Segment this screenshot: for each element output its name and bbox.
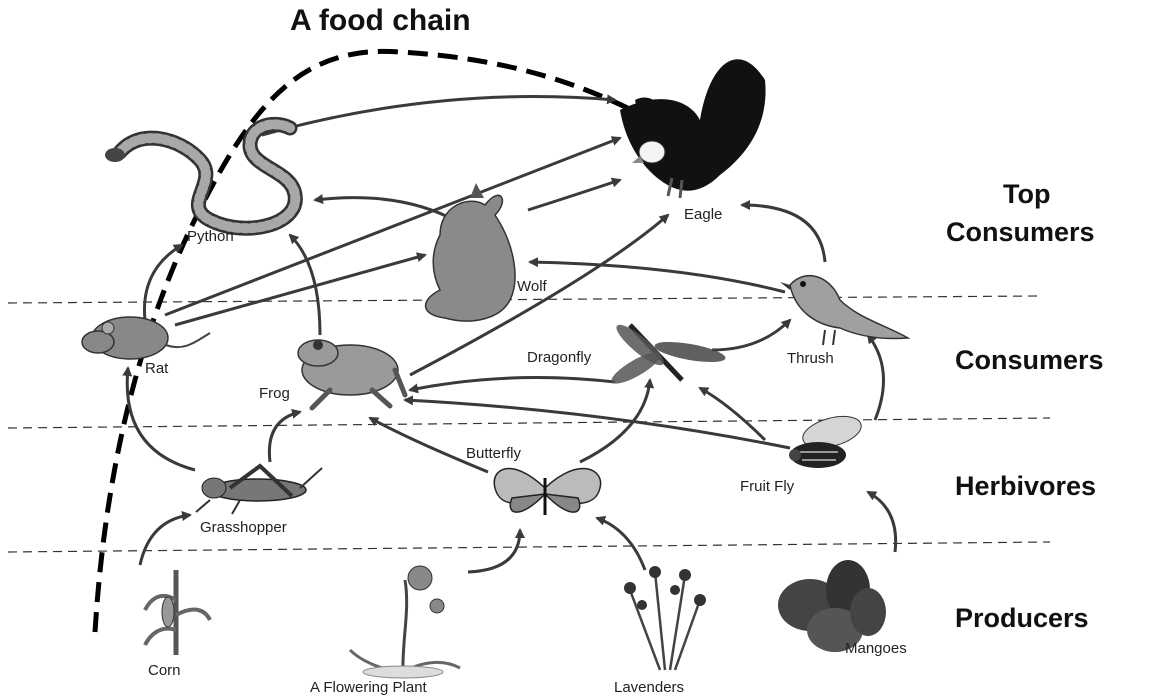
fruit-fly-icon xyxy=(789,411,865,468)
eagle-icon xyxy=(620,59,766,198)
level-label-top-consumers: Consumers xyxy=(946,214,1095,250)
diagram-title: A food chain xyxy=(290,4,471,38)
arrow-dragonfly-to-frog xyxy=(410,378,615,391)
corn-icon xyxy=(145,570,210,655)
arrow-frog-to-python xyxy=(290,235,320,335)
level-label-top: Top xyxy=(1003,176,1043,212)
label-wolf: Wolf xyxy=(517,278,547,295)
arrow-fruit-fly-to-thrush xyxy=(868,335,884,420)
divider-consumers xyxy=(8,418,1050,428)
level-label-producers: Producers xyxy=(955,600,1089,636)
thrush-icon xyxy=(780,276,908,345)
label-rat: Rat xyxy=(145,360,168,377)
rat-icon xyxy=(82,317,210,359)
lavenders-icon xyxy=(624,566,706,670)
arrow-rat-to-python xyxy=(144,245,182,320)
wolf-icon xyxy=(426,183,515,321)
label-butterfly: Butterfly xyxy=(466,445,521,462)
python-icon xyxy=(105,124,295,228)
label-fruit-fly: Fruit Fly xyxy=(740,478,794,495)
arrow-corn-to-grasshopper xyxy=(140,515,190,565)
label-thrush: Thrush xyxy=(787,350,834,367)
label-python: Python xyxy=(187,228,234,245)
level-label-herbivores: Herbivores xyxy=(955,468,1096,504)
frog-icon xyxy=(298,340,405,408)
label-corn: Corn xyxy=(148,662,181,679)
arrow-wolf-to-eagle xyxy=(528,180,620,210)
arrow-grasshopper-to-frog xyxy=(269,412,300,462)
arrow-flowering-plant-to-butterfly xyxy=(468,530,520,572)
arrow-grasshopper-to-rat xyxy=(127,368,195,470)
arrow-python-to-eagle xyxy=(262,97,615,135)
flowering-plant-icon xyxy=(350,566,460,678)
mangoes-icon xyxy=(778,560,886,652)
label-flowering-plant: A Flowering Plant xyxy=(310,679,427,696)
grasshopper-icon xyxy=(196,466,322,514)
label-dragonfly: Dragonfly xyxy=(527,349,591,366)
dragonfly-icon xyxy=(608,320,727,389)
label-lavenders: Lavenders xyxy=(614,679,684,696)
arrow-mangoes-to-fruit-fly xyxy=(868,492,896,552)
arrow-thrush-to-eagle xyxy=(742,205,825,262)
arrow-dragonfly-to-thrush xyxy=(712,320,790,350)
label-eagle: Eagle xyxy=(684,206,722,223)
label-grasshopper: Grasshopper xyxy=(200,519,287,536)
level-label-consumers: Consumers xyxy=(955,342,1104,378)
arrow-lavenders-to-butterfly xyxy=(597,518,645,570)
butterfly-icon xyxy=(494,468,600,515)
arrow-rat-to-wolf xyxy=(175,255,425,325)
label-frog: Frog xyxy=(259,385,290,402)
label-mangoes: Mangoes xyxy=(845,640,907,657)
